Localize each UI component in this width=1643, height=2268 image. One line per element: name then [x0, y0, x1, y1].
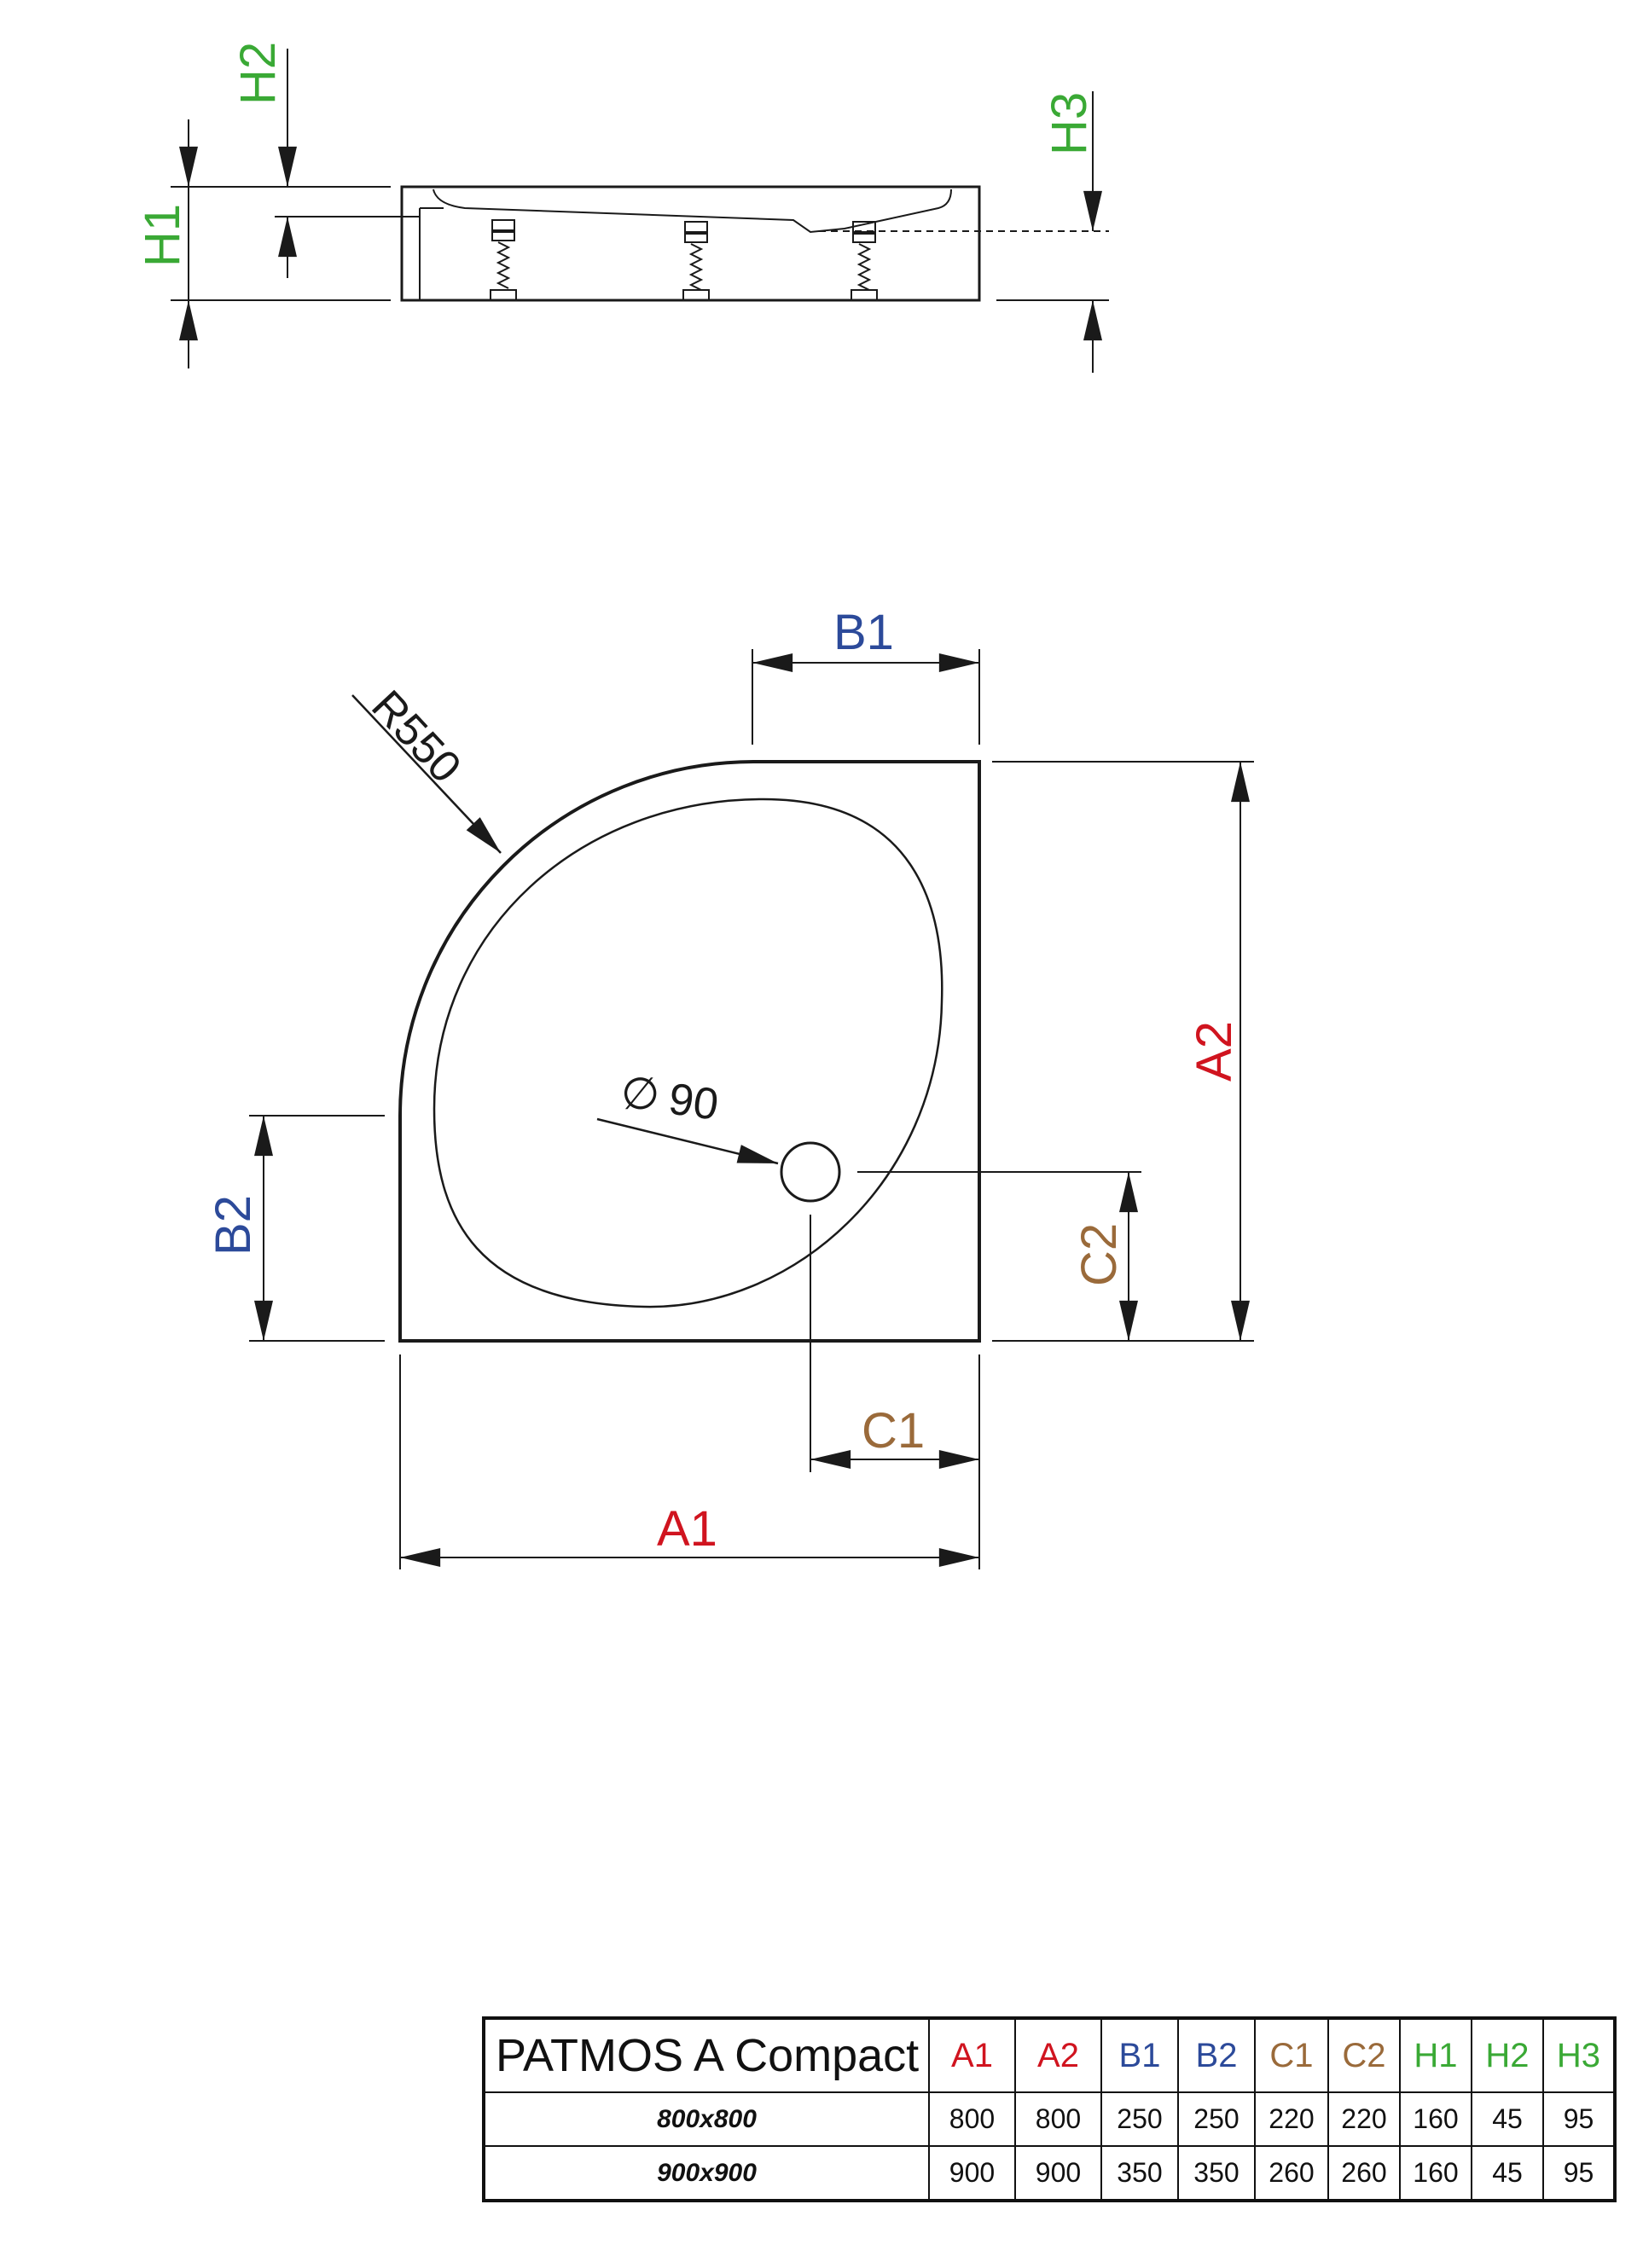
table-header-row: PATMOS A Compact A1 A2 B1 B2 C1 C2 H1 H2… — [483, 2017, 1616, 2093]
drain-diameter-symbol: ∅ — [621, 1070, 659, 1119]
tray-side-body — [400, 185, 981, 302]
table-cell: 220 — [1327, 2091, 1401, 2147]
row-label: 800x800 — [483, 2091, 930, 2147]
col-header-c2: C2 — [1327, 2017, 1401, 2093]
drain-diameter-value: 90 — [665, 1074, 721, 1129]
table-cell: 900 — [928, 2145, 1016, 2201]
h1-label: H1 — [135, 204, 190, 267]
table-cell: 220 — [1254, 2091, 1329, 2147]
table-cell: 45 — [1471, 2091, 1544, 2147]
col-header-c1: C1 — [1254, 2017, 1329, 2093]
h3-label: H3 — [1042, 92, 1097, 155]
table-cell: 350 — [1100, 2145, 1179, 2201]
table-cell: 160 — [1399, 2145, 1472, 2201]
tray-basin-profile — [433, 189, 952, 234]
col-header-h3: H3 — [1542, 2017, 1616, 2093]
table-cell: 260 — [1254, 2145, 1329, 2201]
col-header-a2: A2 — [1014, 2017, 1102, 2093]
b1-label: B1 — [833, 605, 894, 660]
table-row: 900x900 900 900 350 350 260 260 160 45 9… — [483, 2145, 1616, 2201]
table-cell: 95 — [1542, 2145, 1616, 2201]
c2-label: C2 — [1071, 1223, 1127, 1286]
plan-view — [249, 649, 1254, 1569]
table-cell: 250 — [1100, 2091, 1179, 2147]
row-label: 900x900 — [483, 2145, 930, 2201]
drain-leader — [596, 1117, 779, 1165]
radius-leader — [351, 694, 502, 854]
h2-label: H2 — [230, 42, 286, 105]
table-cell: 260 — [1327, 2145, 1401, 2201]
a1-label: A1 — [657, 1501, 717, 1557]
col-header-h2: H2 — [1471, 2017, 1544, 2093]
c1-label: C1 — [862, 1403, 925, 1459]
col-header-b2: B2 — [1177, 2017, 1256, 2093]
col-header-b1: B1 — [1100, 2017, 1179, 2093]
side-view — [171, 49, 1109, 373]
table-title: PATMOS A Compact — [483, 2017, 930, 2093]
table-row: 800x800 800 800 250 250 220 220 160 45 9… — [483, 2091, 1616, 2147]
adjustable-foot-left — [490, 219, 517, 301]
drain-circle — [780, 1141, 841, 1203]
table-cell: 45 — [1471, 2145, 1544, 2201]
table-cell: 160 — [1399, 2091, 1472, 2147]
basin-inner-outline — [433, 798, 943, 1308]
table-cell: 800 — [1014, 2091, 1102, 2147]
adjustable-foot-middle — [682, 221, 710, 301]
table-cell: 250 — [1177, 2091, 1256, 2147]
table-cell: 900 — [1014, 2145, 1102, 2201]
table-cell: 800 — [928, 2091, 1016, 2147]
tray-outline — [398, 760, 981, 1343]
col-header-h1: H1 — [1399, 2017, 1472, 2093]
table-cell: 95 — [1542, 2091, 1616, 2147]
col-header-a1: A1 — [928, 2017, 1016, 2093]
a2-label: A2 — [1187, 1021, 1242, 1082]
b2-label: B2 — [206, 1195, 261, 1256]
spec-table: PATMOS A Compact A1 A2 B1 B2 C1 C2 H1 H2… — [482, 2016, 1617, 2202]
radius-label: R550 — [362, 682, 470, 792]
adjustable-foot-right — [851, 221, 878, 301]
table-cell: 350 — [1177, 2145, 1256, 2201]
